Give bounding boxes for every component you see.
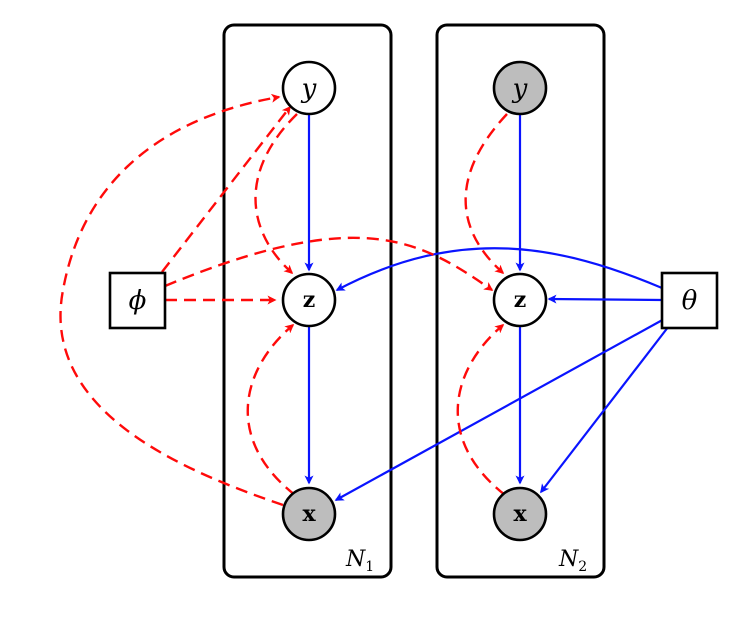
param-phi-label: ϕ <box>129 286 147 316</box>
plate-n2-sub: 2 <box>578 559 587 575</box>
edge-theta-to-x1 <box>334 317 667 501</box>
param-theta: θ <box>660 271 719 330</box>
param-theta-label: θ <box>682 286 698 316</box>
edge-x2-to-z2 <box>456 324 506 496</box>
node-y1: y <box>281 60 337 116</box>
node-y2-label: y <box>512 74 528 104</box>
node-z2-label: z <box>514 287 527 313</box>
plate-n2-base: N <box>558 547 579 572</box>
node-y2: y <box>492 60 548 116</box>
edge-theta-to-z2 <box>547 294 663 304</box>
node-y1-label: y <box>301 74 317 104</box>
node-x1-label: x <box>302 501 316 527</box>
node-x1: x <box>281 486 337 542</box>
edge-theta-to-z1 <box>335 247 663 291</box>
edge-x1-to-z1 <box>246 324 296 496</box>
plate-n1-label: N1 <box>345 547 374 575</box>
plate-n1-sub: 1 <box>365 559 374 575</box>
plate-n2-label: N2 <box>558 547 587 575</box>
edge-y1-to-z1 <box>254 113 298 275</box>
node-z2: z <box>492 272 548 328</box>
plate-n1-base: N <box>345 547 366 572</box>
param-phi: ϕ <box>108 271 167 330</box>
edge-y2-to-z2 <box>464 113 508 275</box>
edge-phi-to-y1 <box>161 105 291 273</box>
plate-n2 <box>435 23 606 579</box>
node-x2: x <box>492 486 548 542</box>
edge-phi-to-z2 <box>164 236 494 291</box>
node-z1: z <box>281 272 337 328</box>
node-x2-label: x <box>513 501 527 527</box>
edge-theta-to-x2 <box>540 321 673 494</box>
node-z1-label: z <box>303 287 316 313</box>
